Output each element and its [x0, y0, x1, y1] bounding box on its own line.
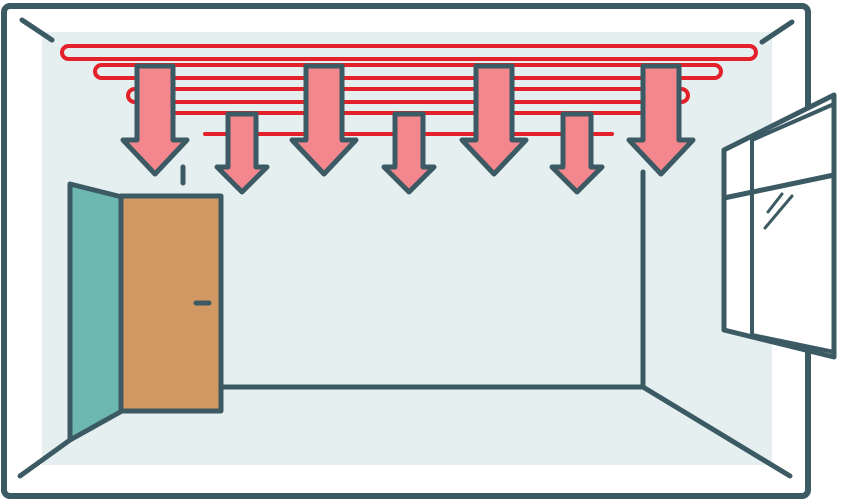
corner-line-bottom-left: [17, 437, 73, 479]
heat-arrows: [120, 63, 696, 195]
window-glint-1: [766, 192, 784, 214]
heat-down-arrow-icon: [120, 63, 190, 177]
window-transom: [721, 172, 837, 201]
window-inner-frame: [750, 102, 836, 354]
heat-down-arrow-icon: [549, 111, 605, 195]
corner-line-top-right: [759, 19, 795, 45]
heater-coil-1: [60, 44, 758, 61]
perspective-lines: [17, 17, 795, 479]
door-open-leaf: [67, 181, 125, 443]
heat-down-arrow-icon: [626, 63, 696, 177]
heater-coil-3: [126, 87, 690, 104]
heater-coil-2: [93, 63, 723, 80]
heat-down-arrow-icon: [214, 111, 270, 195]
heat-down-arrow-icon: [289, 63, 359, 177]
heat-down-arrow-icon: [459, 63, 529, 177]
door-icon: [67, 181, 224, 443]
heat-down-arrow-icon: [381, 111, 437, 195]
corner-line-top-left: [19, 17, 55, 43]
window-icon: [721, 92, 837, 360]
corner-line-bottom-right: [640, 384, 793, 479]
window-glint-2: [763, 194, 794, 230]
